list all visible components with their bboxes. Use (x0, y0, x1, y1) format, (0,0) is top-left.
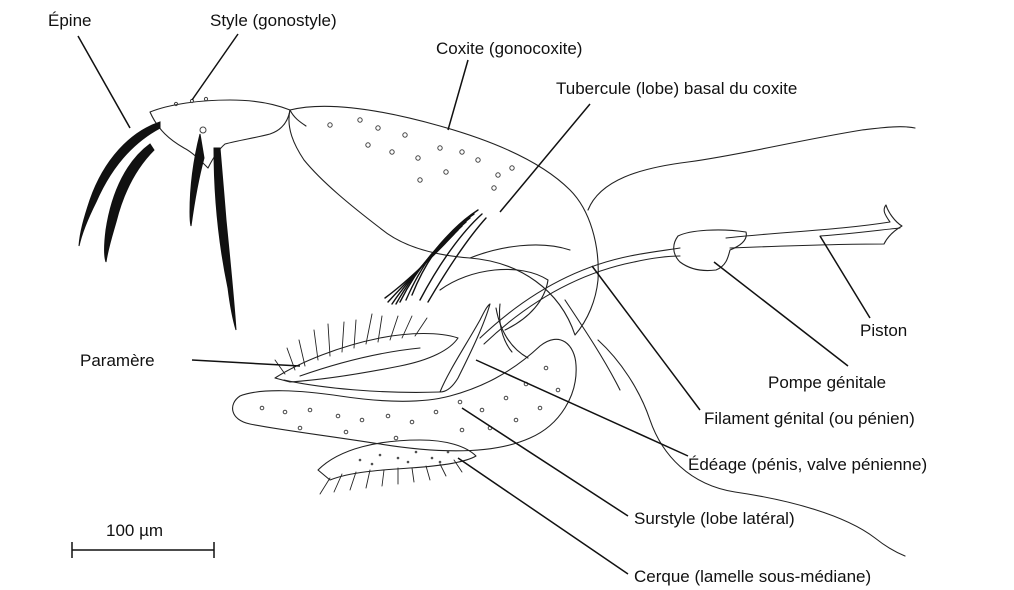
coxite-pores (328, 118, 514, 190)
coxite-drawing (289, 106, 598, 335)
tubercle-bristles (385, 210, 486, 304)
leader-pompe (714, 262, 848, 366)
leader-coxite (448, 60, 468, 130)
leader-lines (78, 34, 870, 574)
leader-tubercule (500, 104, 590, 212)
label-edeage: Édéage (pénis, valve pénienne) (688, 455, 927, 474)
label-filament: Filament génital (ou pénien) (704, 409, 915, 428)
cerque-fringe (320, 460, 462, 494)
label-epine: Épine (48, 11, 91, 30)
label-surstyle: Surstyle (lobe latéral) (634, 509, 795, 528)
leader-style (192, 34, 238, 100)
cerque-texture (359, 451, 449, 465)
leader-surstyle (462, 408, 628, 516)
label-tubercule: Tubercule (lobe) basal du coxite (556, 79, 797, 98)
label-coxite: Coxite (gonocoxite) (436, 39, 582, 58)
abdomen-outline (565, 127, 915, 556)
genital-filament-drawing (480, 205, 902, 344)
leader-filament (592, 266, 700, 410)
label-paramere: Paramère (80, 351, 155, 370)
leader-paramere (192, 360, 300, 366)
label-piston: Piston (860, 321, 907, 340)
leader-piston (820, 236, 870, 318)
leader-edeage (476, 360, 688, 456)
paramere-drawing (275, 314, 458, 382)
leader-epine (78, 36, 130, 128)
aedeagus-drawing (440, 269, 548, 392)
label-style: Style (gonostyle) (210, 11, 337, 30)
leader-cerque (458, 458, 628, 574)
scale-bar: 100 µm (72, 521, 214, 558)
spines-drawing (79, 122, 236, 330)
labels: Épine Style (gonostyle) Coxite (gonocoxi… (48, 11, 927, 586)
label-pompe: Pompe génitale (768, 373, 886, 392)
label-cerque: Cerque (lamelle sous-médiane) (634, 567, 871, 586)
cerque-drawing (318, 440, 476, 494)
scale-bar-label: 100 µm (106, 521, 163, 540)
